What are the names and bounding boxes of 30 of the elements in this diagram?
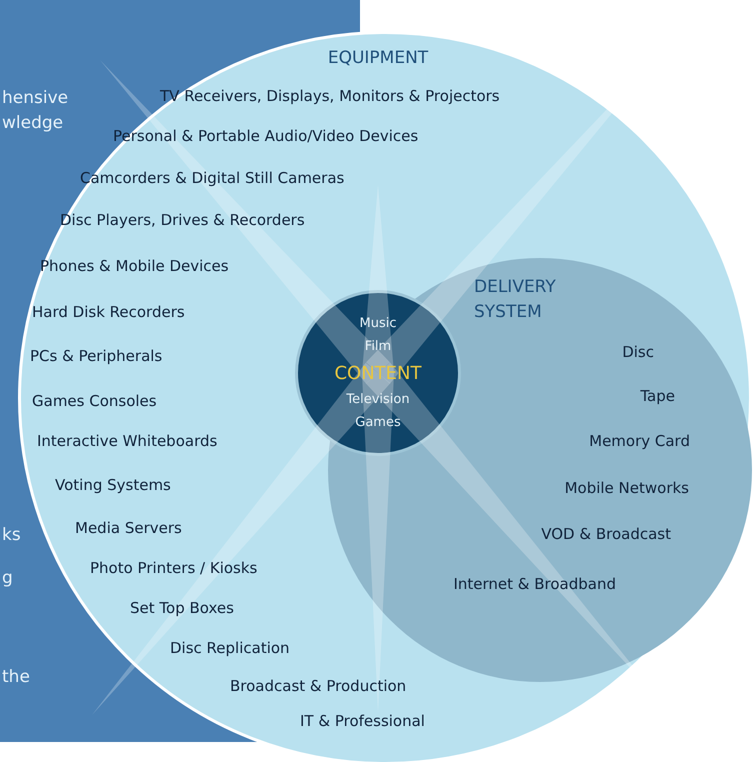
panel-text: the <box>2 666 30 688</box>
item-label: IT & Professional <box>300 710 425 732</box>
item-label: Media Servers <box>75 518 182 538</box>
section-title: EQUIPMENT <box>328 46 428 70</box>
item-label: Tape <box>640 386 675 406</box>
item-label: Internet & Broadband <box>453 574 616 594</box>
content-word: Film <box>364 338 392 356</box>
item-label: Broadcast & Production <box>230 676 406 696</box>
item-label: PCs & Peripherals <box>30 346 162 366</box>
panel-text: g <box>2 566 13 590</box>
item-label: Games Consoles <box>32 390 157 412</box>
panel-text: ks <box>2 524 21 546</box>
content-word: Music <box>360 314 396 332</box>
item-label: Disc Replication <box>170 638 290 658</box>
item-label: Photo Printers / Kiosks <box>90 558 258 578</box>
item-label: Disc <box>622 342 654 362</box>
item-label: VOD & Broadcast <box>541 524 671 544</box>
item-label: Set Top Boxes <box>130 598 234 618</box>
content-word: Games <box>355 414 401 432</box>
item-label: Mobile Networks <box>564 478 689 498</box>
item-label: Hard Disk Recorders <box>32 302 185 322</box>
content-word: Television <box>346 390 410 408</box>
item-label: Phones & Mobile Devices <box>40 256 229 276</box>
item-label: Interactive Whiteboards <box>37 430 218 452</box>
item-label: TV Receivers, Displays, Monitors & Projectors <box>160 86 500 106</box>
panel-text: hensive wledge <box>2 86 70 134</box>
section-title: DELIVERY SYSTEM <box>474 276 557 324</box>
item-label: Voting Systems <box>55 474 171 496</box>
content-title: CONTENT <box>334 362 422 386</box>
item-label: Memory Card <box>589 430 690 452</box>
